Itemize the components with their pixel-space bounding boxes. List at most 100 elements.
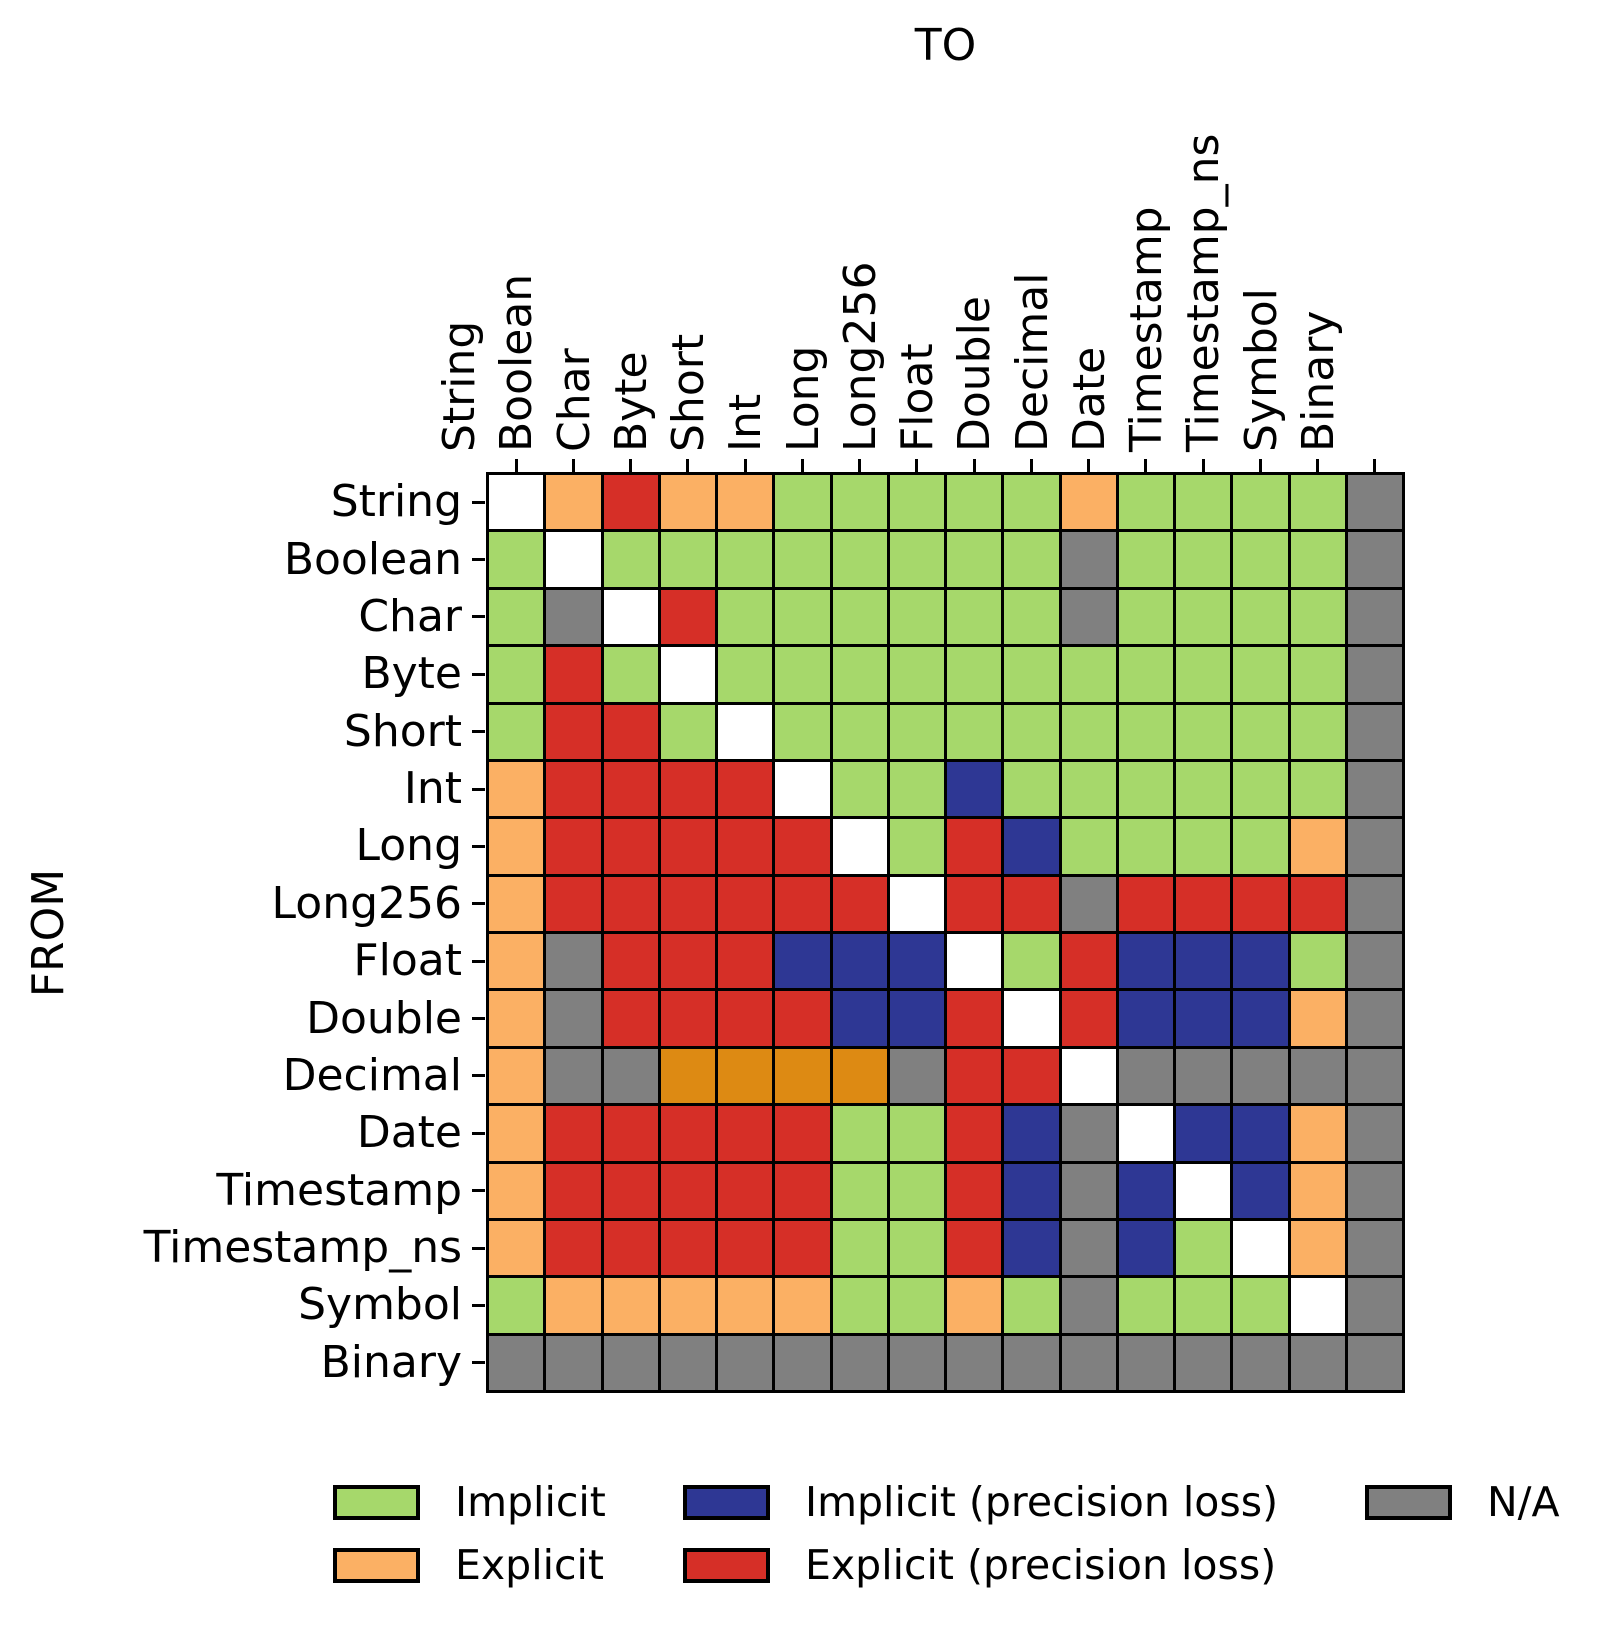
matrix-cell-Float-to-Double <box>1004 934 1059 989</box>
column-label-Binary: Binary <box>1292 310 1344 452</box>
matrix-cell-Char-to-Float <box>947 589 1002 645</box>
matrix-cell-Boolean-to-Char <box>603 532 658 587</box>
matrix-cell-Int-to-Date <box>1118 761 1173 817</box>
matrix-cell-Date-to-Timestamp <box>1176 1106 1231 1161</box>
matrix-cell-Decimal-to-Symbol <box>1290 1048 1345 1104</box>
matrix-cell-String-to-Date <box>1118 475 1173 530</box>
matrix-cell-Decimal-to-Decimal <box>1061 1048 1116 1104</box>
matrix-cell-Decimal-to-Int <box>775 1048 830 1104</box>
matrix-cell-Symbol-to-Float <box>947 1278 1002 1333</box>
matrix-cell-Timestamp_ns-to-Binary <box>1347 1220 1402 1276</box>
matrix-cell-Binary-to-Boolean <box>546 1335 601 1390</box>
matrix-cell-Boolean-to-Long256 <box>889 532 944 587</box>
matrix-cell-Byte-to-Timestamp <box>1176 647 1231 702</box>
matrix-cell-Timestamp_ns-to-Char <box>603 1220 658 1276</box>
matrix-cell-Long256-to-Date <box>1118 876 1173 931</box>
column-label-Date: Date <box>1063 346 1115 452</box>
row-label-Long: Long <box>355 820 462 872</box>
matrix-cell-Symbol-to-Long256 <box>889 1278 944 1333</box>
matrix-cell-Byte-to-Timestamp_ns <box>1233 647 1288 702</box>
matrix-cell-String-to-Float <box>947 475 1002 530</box>
matrix-cell-Float-to-Int <box>775 934 830 989</box>
matrix-cell-Decimal-to-Timestamp <box>1176 1048 1231 1104</box>
legend-swatch-implicit <box>333 1485 420 1520</box>
legend-swatch-implicit_precision_loss <box>683 1485 770 1520</box>
column-label-String: String <box>434 320 486 452</box>
matrix-cell-Double-to-Int <box>775 991 830 1046</box>
matrix-cell-Int-to-Long256 <box>889 761 944 817</box>
row-label-String: String <box>330 476 462 528</box>
matrix-cell-String-to-String <box>489 475 544 530</box>
column-label-Timestamp: Timestamp <box>1121 206 1173 452</box>
legend-label-explicit: Explicit <box>455 1541 604 1589</box>
row-label-Byte: Byte <box>361 648 462 700</box>
col-tick <box>1316 459 1320 472</box>
matrix-cell-Binary-to-Long256 <box>889 1335 944 1390</box>
col-tick <box>686 459 690 472</box>
matrix-cell-Date-to-Long256 <box>889 1106 944 1161</box>
matrix-cell-Char-to-Symbol <box>1290 589 1345 645</box>
column-label-Int: Int <box>720 393 772 452</box>
matrix-cell-Date-to-Char <box>603 1106 658 1161</box>
matrix-cell-Long-to-Timestamp_ns <box>1233 819 1288 874</box>
row-tick <box>472 1361 485 1365</box>
matrix-cell-Symbol-to-Double <box>1004 1278 1059 1333</box>
matrix-cell-Symbol-to-Binary <box>1347 1278 1402 1333</box>
matrix-cell-Timestamp-to-Date <box>1118 1163 1173 1218</box>
matrix-cell-String-to-Symbol <box>1290 475 1345 530</box>
matrix-cell-Timestamp-to-Timestamp_ns <box>1233 1163 1288 1218</box>
matrix-cell-Timestamp-to-Long <box>832 1163 887 1218</box>
col-tick <box>629 459 633 472</box>
matrix-cell-Byte-to-String <box>489 647 544 702</box>
matrix-cell-Boolean-to-Symbol <box>1290 532 1345 587</box>
legend-label-explicit_precision_loss: Explicit (precision loss) <box>805 1541 1277 1589</box>
matrix-cell-Short-to-Float <box>947 704 1002 759</box>
matrix-cell-Symbol-to-Byte <box>660 1278 715 1333</box>
matrix-cell-Binary-to-Symbol <box>1290 1335 1345 1390</box>
matrix-cell-Timestamp-to-Binary <box>1347 1163 1402 1218</box>
matrix-cell-Timestamp_ns-to-Date <box>1118 1220 1173 1276</box>
row-label-Boolean: Boolean <box>283 533 462 585</box>
matrix-cell-Float-to-Date <box>1118 934 1173 989</box>
matrix-cell-Short-to-Short <box>718 704 773 759</box>
matrix-cell-Timestamp_ns-to-Int <box>775 1220 830 1276</box>
matrix-cell-Double-to-Binary <box>1347 991 1402 1046</box>
matrix-cell-Timestamp-to-Symbol <box>1290 1163 1345 1218</box>
matrix-cell-Long256-to-Long256 <box>889 876 944 931</box>
matrix-cell-Binary-to-Char <box>603 1335 658 1390</box>
matrix-cell-Short-to-Char <box>603 704 658 759</box>
matrix-cell-Symbol-to-Decimal <box>1061 1278 1116 1333</box>
matrix-cell-Float-to-Long <box>832 934 887 989</box>
matrix-cell-Float-to-Float <box>947 934 1002 989</box>
column-label-Decimal: Decimal <box>1006 272 1058 452</box>
matrix-cell-Short-to-Binary <box>1347 704 1402 759</box>
matrix-cell-Int-to-Boolean <box>546 761 601 817</box>
matrix-cell-Binary-to-Float <box>947 1335 1002 1390</box>
matrix-cell-Long-to-Boolean <box>546 819 601 874</box>
matrix-cell-String-to-Binary <box>1347 475 1402 530</box>
row-label-Double: Double <box>306 992 462 1044</box>
matrix-cell-String-to-Timestamp_ns <box>1233 475 1288 530</box>
legend-label-implicit: Implicit <box>455 1478 606 1526</box>
matrix-cell-Decimal-to-Date <box>1118 1048 1173 1104</box>
matrix-cell-Timestamp-to-Short <box>718 1163 773 1218</box>
matrix-cell-String-to-Long <box>832 475 887 530</box>
matrix-cell-Timestamp-to-Boolean <box>546 1163 601 1218</box>
matrix-cell-Timestamp-to-Long256 <box>889 1163 944 1218</box>
matrix-cell-Timestamp_ns-to-Decimal <box>1061 1220 1116 1276</box>
row-tick <box>472 902 485 906</box>
matrix-cell-Boolean-to-Byte <box>660 532 715 587</box>
matrix-cell-String-to-Decimal <box>1061 475 1116 530</box>
matrix-cell-Short-to-Byte <box>660 704 715 759</box>
matrix-cell-Long-to-Long256 <box>889 819 944 874</box>
matrix-cell-Boolean-to-Date <box>1118 532 1173 587</box>
row-tick <box>472 500 485 504</box>
matrix-cell-Byte-to-Long <box>832 647 887 702</box>
matrix-cell-Date-to-Byte <box>660 1106 715 1161</box>
matrix-cell-Binary-to-Short <box>718 1335 773 1390</box>
col-tick <box>915 459 919 472</box>
matrix-cell-Timestamp_ns-to-Double <box>1004 1220 1059 1276</box>
matrix-cell-Long256-to-Double <box>1004 876 1059 931</box>
matrix-cell-Date-to-Short <box>718 1106 773 1161</box>
matrix-cell-Char-to-Char <box>603 589 658 645</box>
